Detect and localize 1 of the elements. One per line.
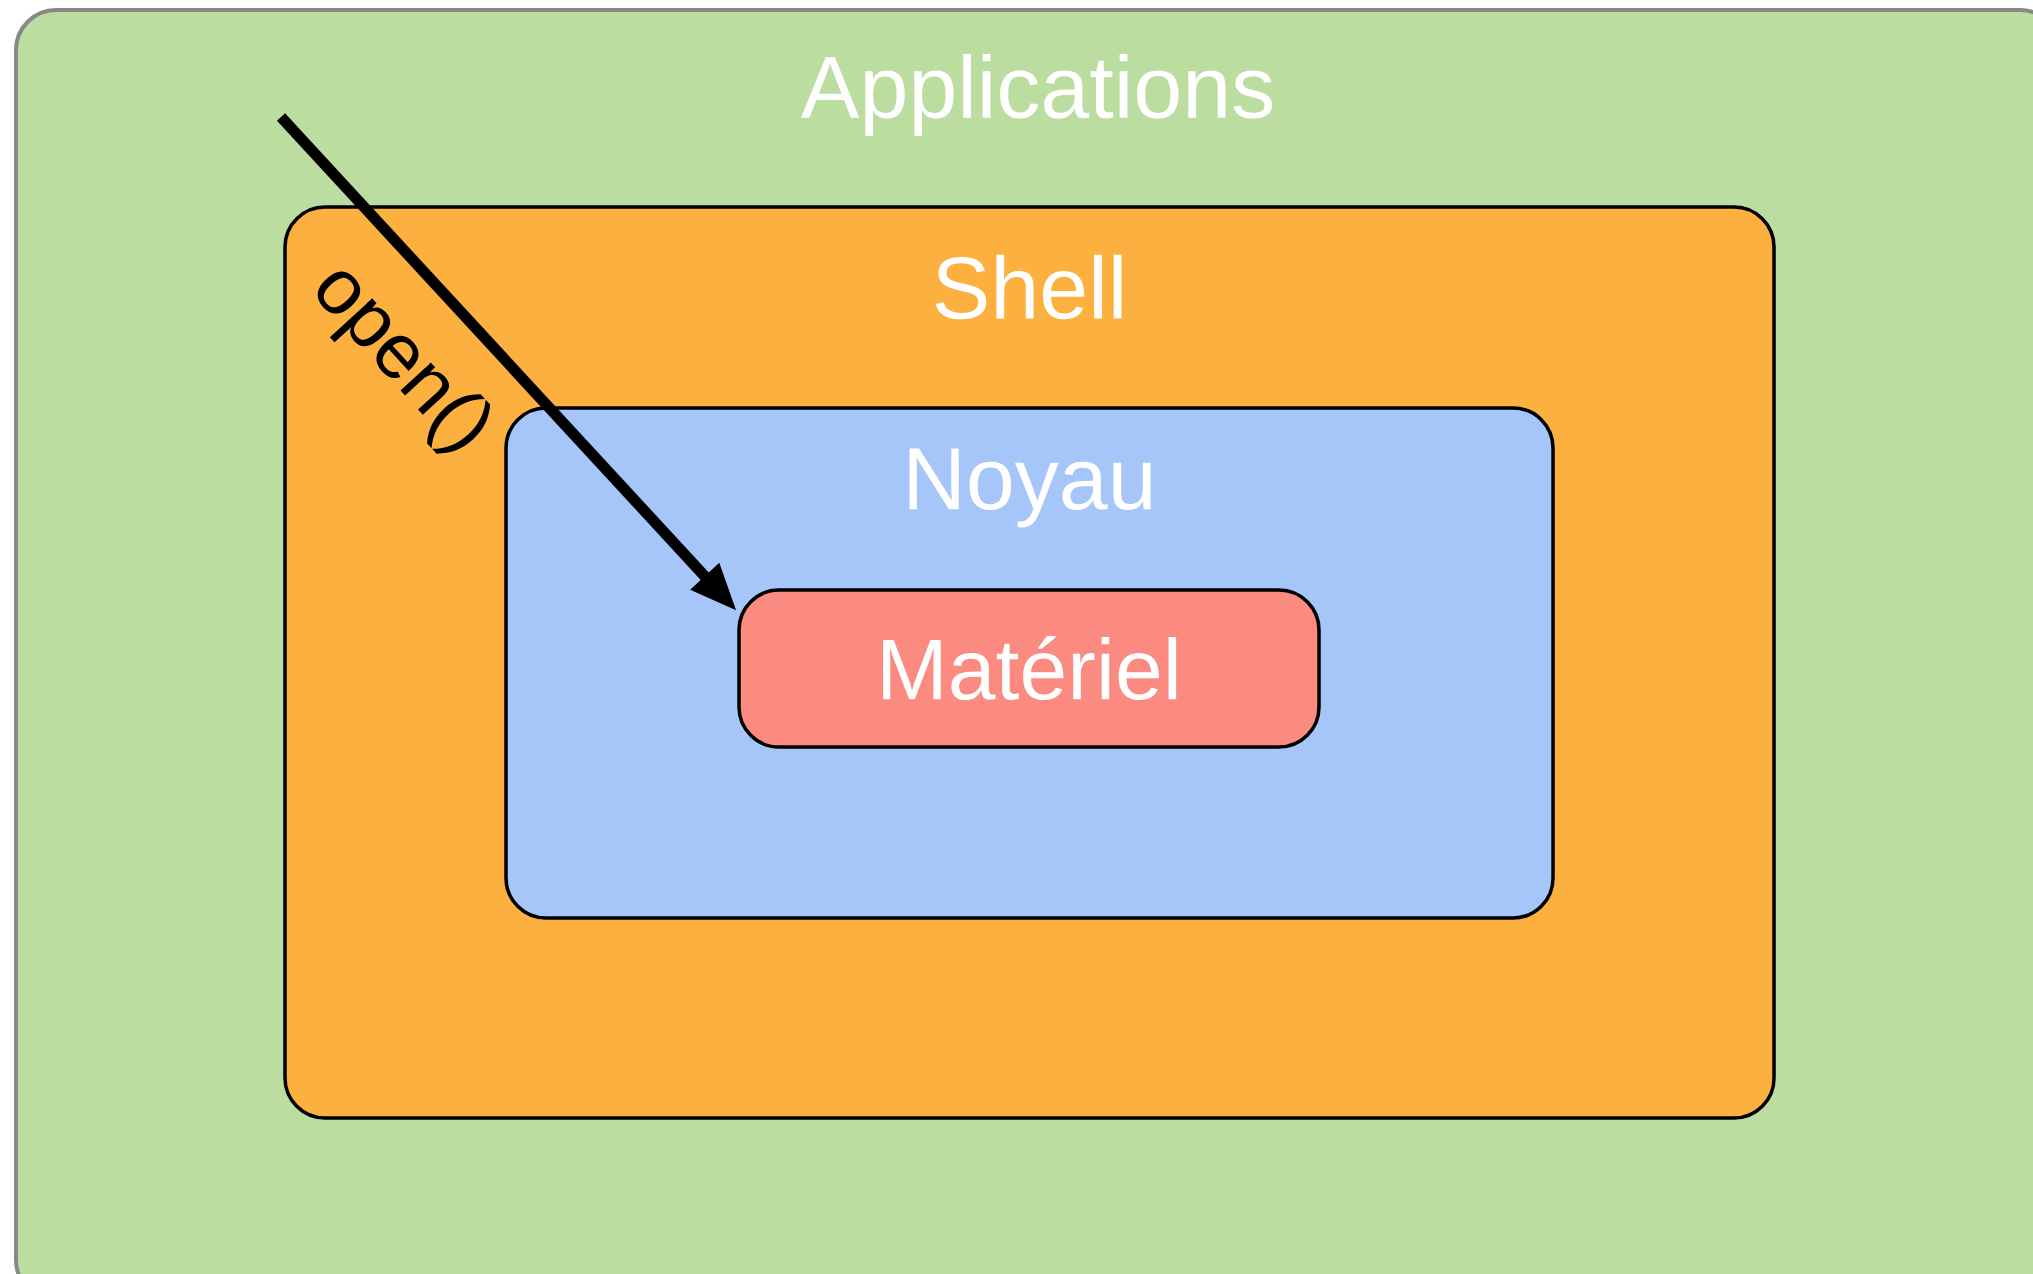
rounded-box: Matériel — [737, 588, 1321, 749]
